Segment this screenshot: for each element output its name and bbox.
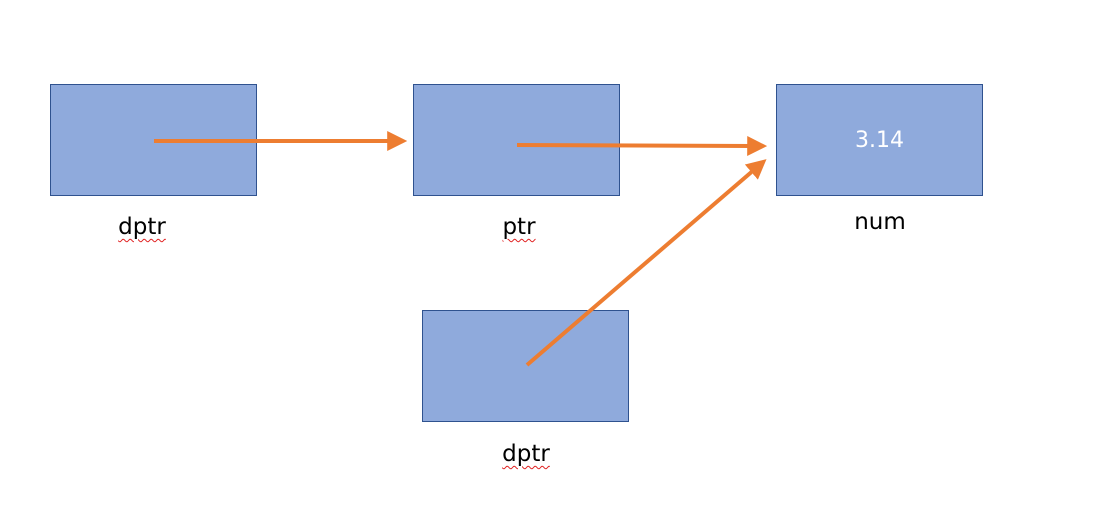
num-label-text: num [854, 209, 906, 235]
arrow-dptr-bottom-to-num [525, 159, 767, 367]
ptr-box [413, 84, 620, 196]
num-value: 3.14 [855, 127, 904, 153]
dptr-label-bottom-text: dptr [502, 441, 550, 467]
num-label: num [820, 209, 940, 235]
dptr-label-top-text: dptr [118, 214, 166, 240]
dptr-label-bottom: dptr [466, 441, 586, 467]
dptr-box-bottom [422, 310, 629, 422]
arrow-ptr-to-num [516, 135, 768, 156]
ptr-label-text: ptr [502, 214, 536, 240]
num-box: 3.14 [776, 84, 983, 196]
dptr-label-top: dptr [82, 214, 202, 240]
ptr-label: ptr [459, 214, 579, 240]
